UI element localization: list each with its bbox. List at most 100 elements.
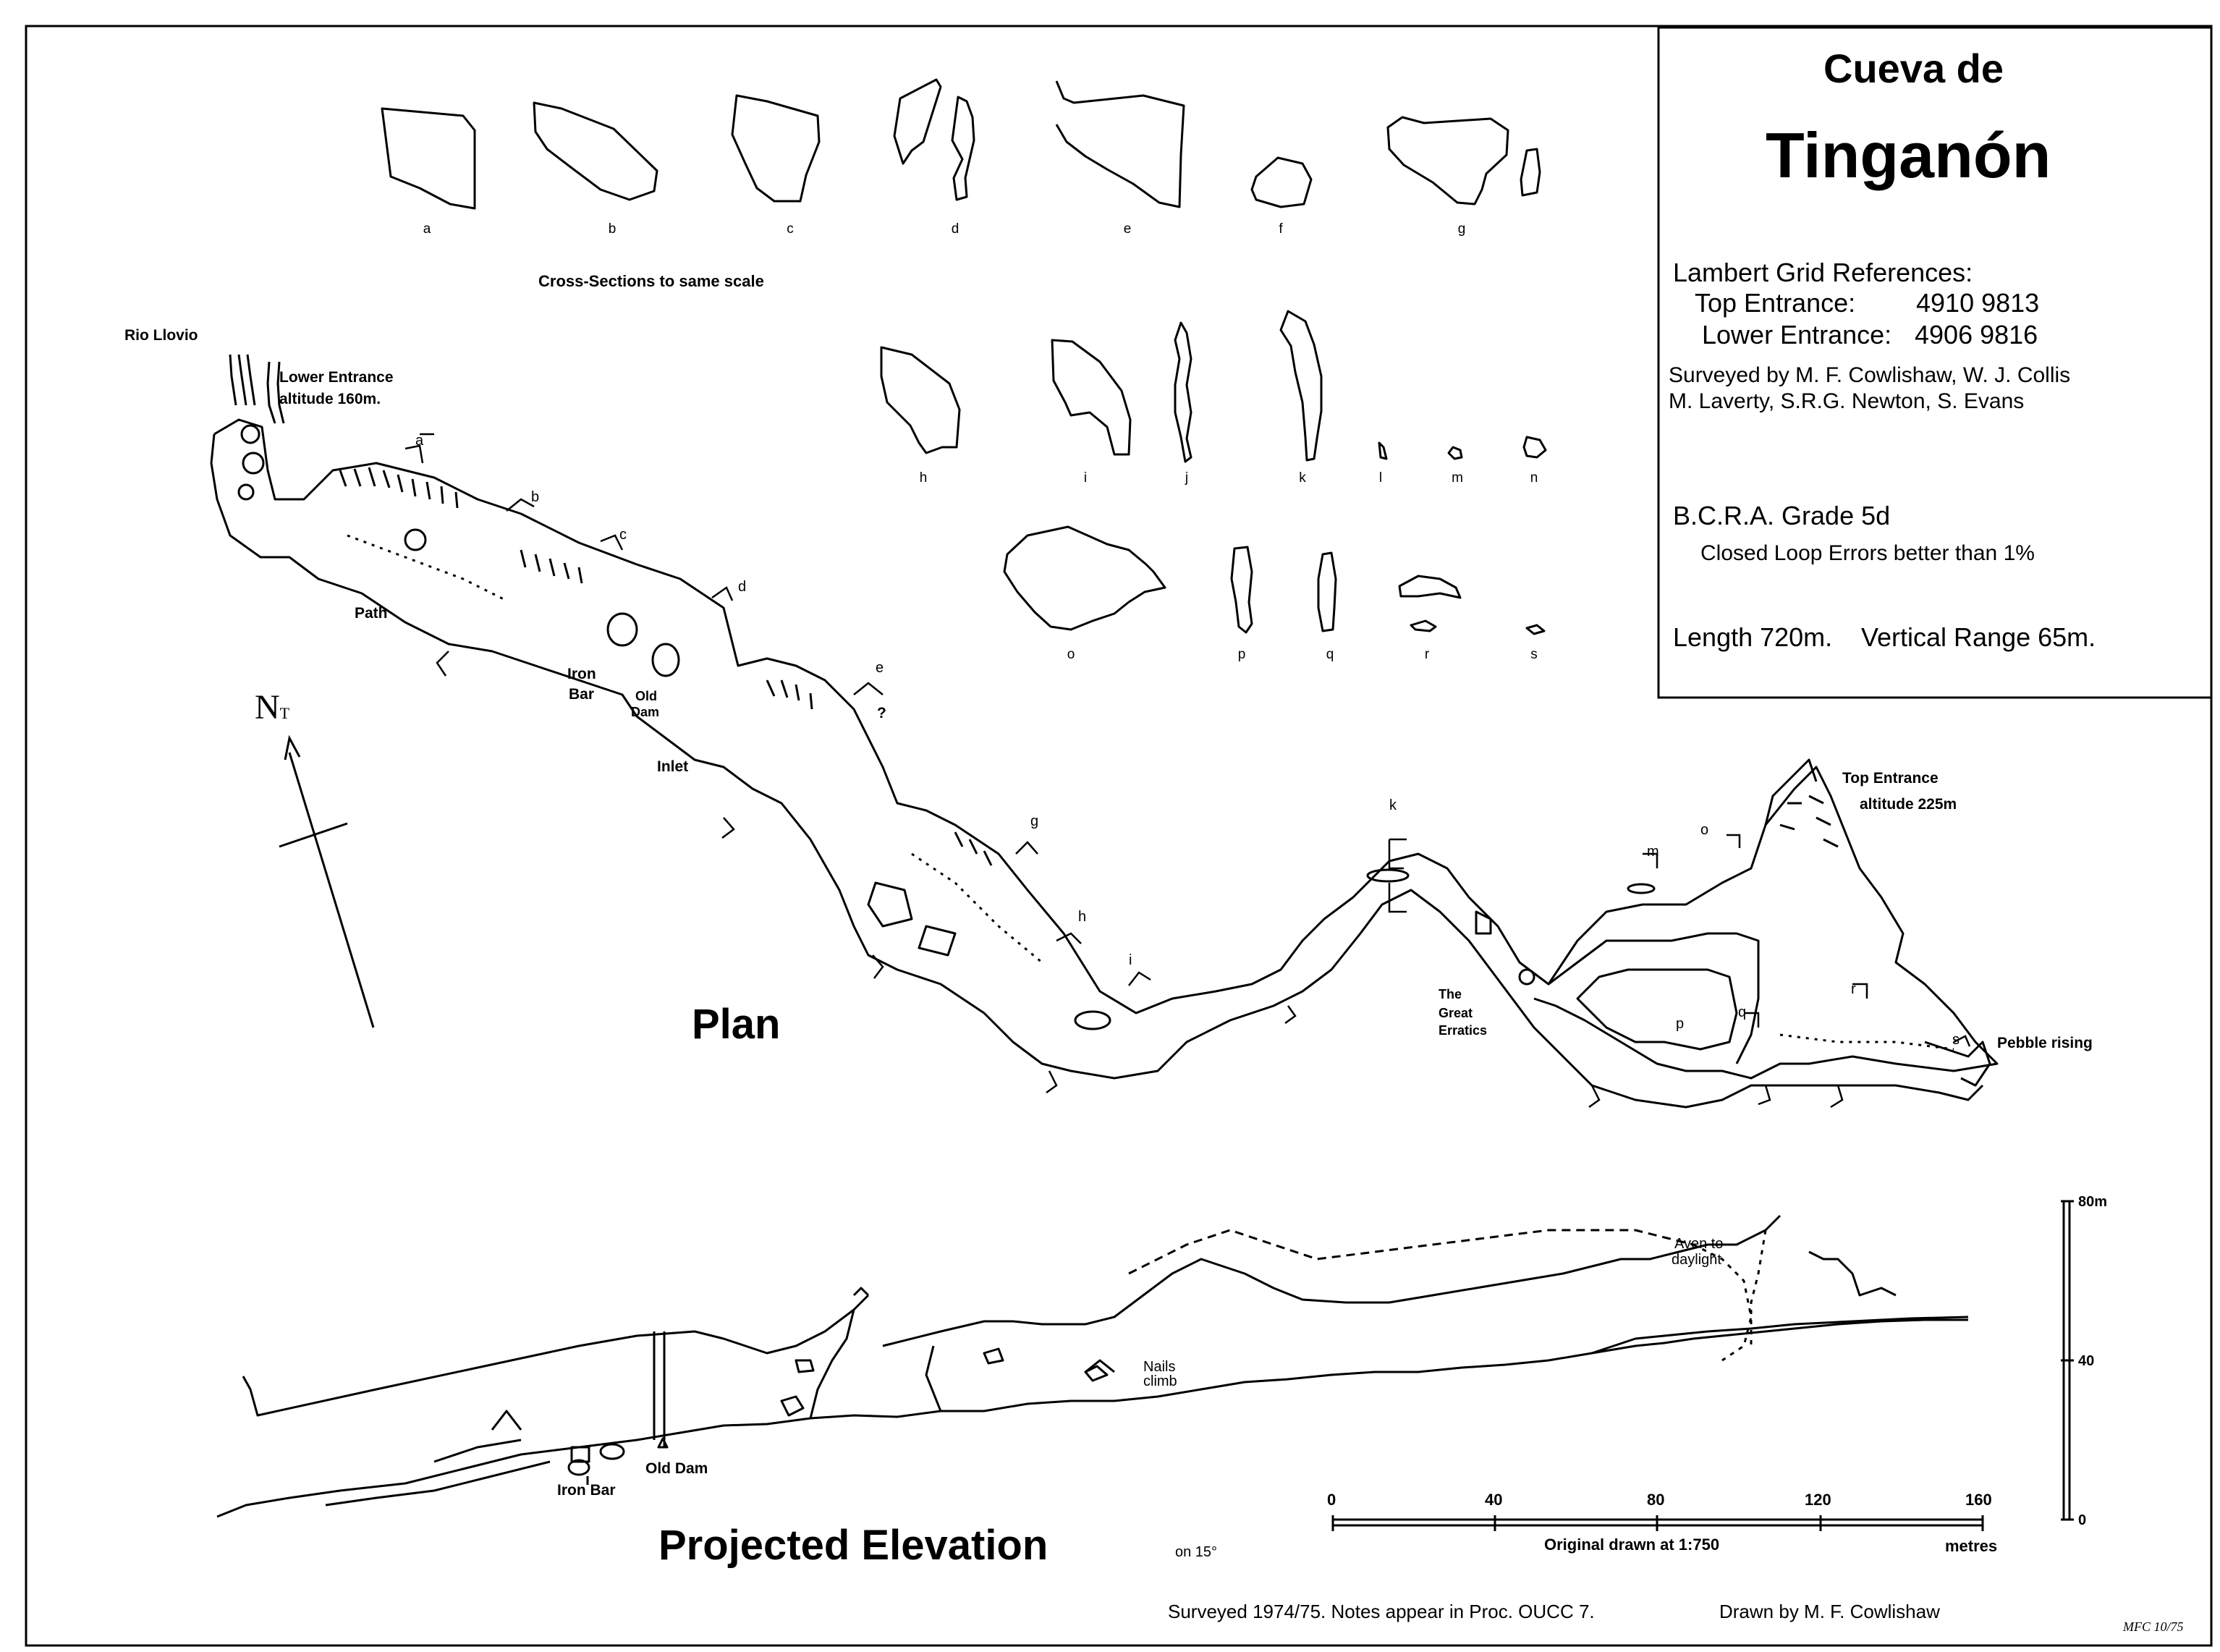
section-label-p: p xyxy=(1237,647,1246,662)
elevation-shafts xyxy=(653,1331,942,1447)
plan-floor-line-2 xyxy=(911,852,1043,964)
vertical-scale xyxy=(2061,1200,2074,1521)
surveyors-line-2: M. Laverty, S.R.G. Newton, S. Evans xyxy=(1669,389,2025,413)
elevation-boulder xyxy=(567,1459,590,1476)
label-iron-bar: Iron Bar xyxy=(557,1482,616,1499)
label-the: The xyxy=(1439,987,1462,1001)
section-b xyxy=(533,101,658,201)
footer-initials: MFC 10/75 xyxy=(2123,1619,2184,1634)
plan-mark-o: o xyxy=(1700,822,1709,838)
footer-drawn-by: Drawn by M. F. Cowlishaw xyxy=(1719,1601,1940,1622)
plan-floor-line-1 xyxy=(347,534,507,602)
section-s xyxy=(1525,624,1546,635)
section-label-h: h xyxy=(919,470,928,486)
section-label-n: n xyxy=(1530,470,1538,486)
section-c xyxy=(731,94,821,203)
section-f xyxy=(1250,156,1313,208)
plan-mark-r: r xyxy=(1851,981,1856,997)
section-d-right xyxy=(951,96,975,201)
plan-mark-b: b xyxy=(531,489,540,505)
section-label-s: s xyxy=(1530,647,1538,662)
section-label-i: i xyxy=(1083,470,1088,486)
boulder xyxy=(242,452,265,475)
entrance-stream-2 xyxy=(276,361,285,424)
vertical-scale-80: 80m xyxy=(2078,1194,2108,1210)
scale-tick-40: 40 xyxy=(1485,1491,1503,1509)
elevation-sand-pile xyxy=(1085,1359,1115,1373)
north-label: NT xyxy=(255,687,289,727)
elevation-boulder xyxy=(780,1395,805,1417)
label-question: ? xyxy=(877,705,886,721)
elevation-boulder xyxy=(983,1347,1004,1365)
elevation-subtitle: on 15° xyxy=(1175,1544,1218,1560)
lower-entrance-grid-label: Lower Entrance: xyxy=(1702,320,1892,350)
boulder xyxy=(237,483,255,501)
cross-sections xyxy=(381,78,1547,635)
section-k xyxy=(1279,310,1323,462)
plan-mark-g: g xyxy=(1030,813,1039,829)
plan-top-entrance-branch xyxy=(1764,758,1818,826)
label-top-entrance: Top Entrance xyxy=(1842,770,1939,787)
section-r-upper xyxy=(1398,575,1462,599)
section-q xyxy=(1317,551,1337,632)
boulder xyxy=(404,528,427,551)
cross-sections-caption: Cross-Sections to same scale xyxy=(538,272,764,290)
boulder xyxy=(1475,910,1492,935)
plan-survey xyxy=(210,354,1999,1109)
label-aven-to: Aven to xyxy=(1674,1236,1724,1252)
section-a xyxy=(381,107,476,210)
north-letter: N xyxy=(255,688,280,727)
label-inlet: Inlet xyxy=(657,758,689,775)
title-line-2: Tinganón xyxy=(1766,119,2051,191)
label-lower-altitude: altitude 160m. xyxy=(279,391,381,407)
plan-mark-d: d xyxy=(738,579,747,595)
label-dam: Dam xyxy=(631,705,660,719)
north-arrow xyxy=(279,734,375,1028)
section-label-l: l xyxy=(1378,470,1383,486)
label-bar: Bar xyxy=(569,686,595,703)
scale-tick-0: 0 xyxy=(1327,1491,1336,1509)
label-path: Path xyxy=(355,605,388,622)
vertical-range: Vertical Range 65m. xyxy=(1861,622,2096,652)
scale-tick-160: 160 xyxy=(1965,1491,1992,1509)
label-rio-llovio: Rio Llovio xyxy=(124,327,198,344)
scale-caption: Original drawn at 1:750 xyxy=(1544,1535,1720,1554)
section-i xyxy=(1051,339,1132,456)
plan-mark-m: m xyxy=(1647,844,1659,860)
elevation-roof xyxy=(242,1214,1781,1417)
boulder xyxy=(606,612,638,647)
scale-tick-120: 120 xyxy=(1805,1491,1831,1509)
plan-mark-q: q xyxy=(1738,1004,1747,1020)
elevation-top-entrance xyxy=(1808,1250,1897,1297)
boulder xyxy=(1518,968,1535,986)
plan-mark-e: e xyxy=(876,660,884,676)
rio-llovio-line-1 xyxy=(229,354,237,406)
sheet-border xyxy=(25,25,2213,1647)
elevation-profile xyxy=(216,1214,1969,1518)
section-label-b: b xyxy=(608,221,617,237)
section-g-right xyxy=(1520,148,1541,197)
section-h xyxy=(880,346,961,454)
section-label-o: o xyxy=(1067,647,1075,662)
plan-floor-line-3 xyxy=(1779,1033,1954,1051)
section-label-f: f xyxy=(1279,221,1283,237)
plan-outline-south xyxy=(210,433,1984,1109)
label-daylight: daylight xyxy=(1672,1252,1721,1268)
elevation-boulder xyxy=(1084,1365,1109,1382)
boulder xyxy=(867,881,913,928)
entrance-stream xyxy=(266,361,276,424)
rio-llovio-line-2 xyxy=(237,354,247,406)
section-label-g: g xyxy=(1457,221,1466,237)
elevation-aven-dashed-2 xyxy=(1750,1229,1767,1346)
title-box-frame xyxy=(1657,26,2213,699)
north-true-subscript: T xyxy=(279,704,290,722)
label-lower-entrance: Lower Entrance xyxy=(279,369,394,386)
label-top-altitude: altitude 225m xyxy=(1860,796,1957,813)
scale-tick-80: 80 xyxy=(1647,1491,1665,1509)
elevation-aven-dashed xyxy=(1692,1243,1753,1362)
section-d-left xyxy=(893,78,942,165)
plan-loop xyxy=(1548,932,1760,1064)
bcra-grade: B.C.R.A. Grade 5d xyxy=(1673,501,1891,530)
section-label-a: a xyxy=(423,221,431,237)
